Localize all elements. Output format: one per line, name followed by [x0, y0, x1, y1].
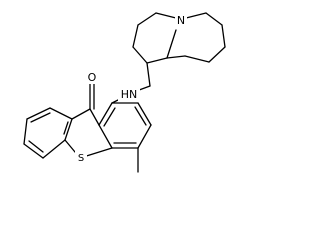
amine-label: HN — [121, 88, 138, 101]
molecule-canvas: O HN N S — [23, 12, 226, 173]
aromatic-ring-right — [98, 96, 152, 173]
sulfur-label: S — [78, 153, 84, 164]
oxygen-label: O — [88, 71, 97, 84]
aromatic-ring-left — [23, 107, 73, 159]
atom-label-amine: HN — [118, 87, 140, 101]
atom-label-sulfur: S — [75, 151, 87, 164]
quinolizidine-ring-b — [166, 12, 226, 63]
structure-diagram: O HN N S — [23, 12, 226, 173]
ring-nitrogen-label: N — [177, 14, 185, 27]
central-ring — [64, 83, 113, 159]
atom-label-ring-nitrogen: N — [175, 13, 187, 27]
quinolizidine-ring-a — [132, 12, 177, 64]
atom-label-oxygen: O — [86, 70, 98, 84]
